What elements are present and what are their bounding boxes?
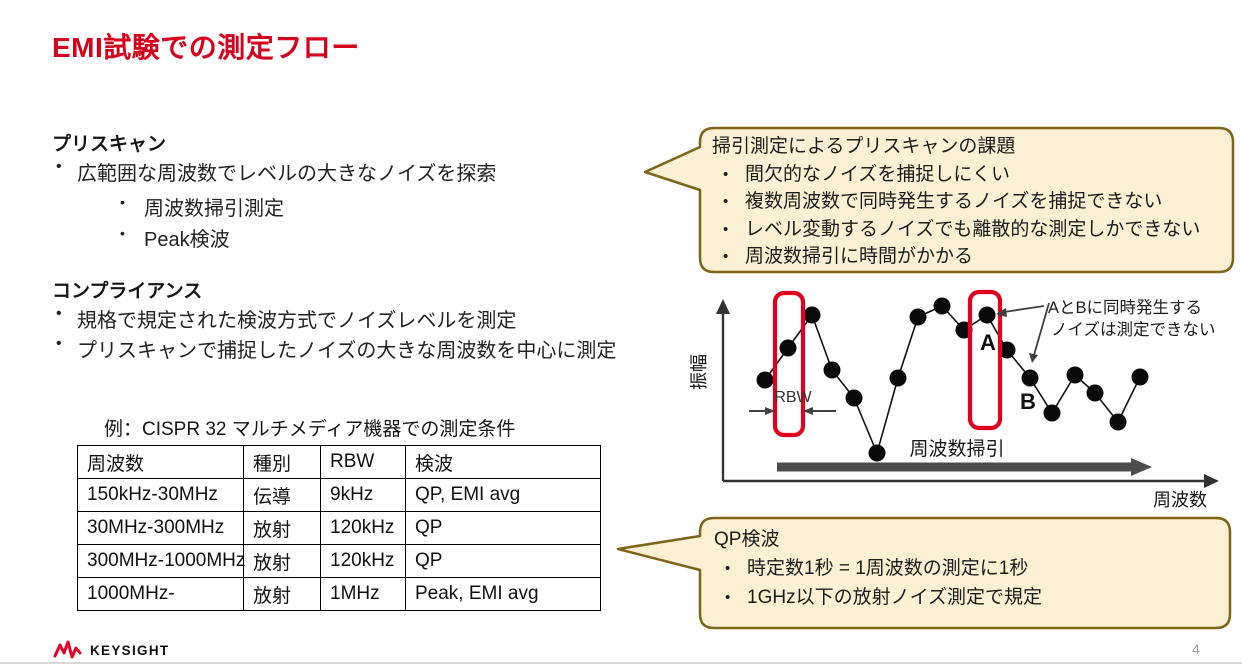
compliance-bullet-1: 規格で規定された検波方式でノイズレベルを測定 — [52, 304, 727, 333]
noise-data-point — [1109, 413, 1127, 431]
table-cell: 放射 — [243, 544, 321, 578]
rbw-dim-left-arrow-icon — [765, 407, 775, 415]
table-header-type: 種別 — [243, 445, 321, 479]
rbw-window-box — [772, 290, 806, 438]
noise-data-point — [978, 306, 996, 324]
prescan-heading: プリスキャン — [52, 134, 167, 155]
prescan-sub-bullet-1: 周波数掃引測定 — [118, 192, 284, 221]
noise-data-point — [1131, 368, 1149, 386]
noise-data-point — [1066, 366, 1084, 384]
table-header-frequency: 周波数 — [77, 445, 244, 479]
table-row: 300MHz-1000MHz 放射 120kHz QP — [77, 544, 601, 578]
x-axis-label: 周波数 — [1153, 490, 1207, 510]
annotation-line-2: ノイズは測定できない — [1051, 320, 1216, 339]
sweep-label: 周波数掃引 — [909, 438, 1004, 460]
x-axis-arrow-icon — [1204, 474, 1219, 488]
table-cell: 150kHz-30MHz — [77, 478, 244, 512]
annotation-arrow-a — [1003, 305, 1045, 313]
table-row: 30MHz-300MHz 放射 120kHz QP — [77, 511, 601, 545]
slide-bottom-divider — [0, 662, 1242, 664]
prescan-bullet: 広範囲な周波数でレベルの大きなノイズを探索 — [52, 157, 697, 186]
table-cell: 放射 — [243, 511, 321, 545]
callout-title: QP検波 — [714, 529, 780, 550]
keysight-logo: KEYSIGHT — [53, 640, 169, 660]
point-b-label: B — [1020, 389, 1036, 414]
callout-bullet: 複数周波数で同時発生するノイズを捕捉できない — [712, 188, 1227, 216]
prescan-sub-bullet-2: Peak検波 — [118, 223, 230, 252]
noise-trace-group — [756, 297, 1149, 462]
y-axis-arrow-icon — [716, 299, 730, 314]
callout-title: 掃引測定によるプリスキャンの課題 — [712, 136, 1016, 157]
rbw-window-box — [967, 289, 1003, 431]
noise-data-point — [1086, 384, 1104, 402]
prescan-issues-callout: 掃引測定によるプリスキャンの課題 間欠的なノイズを捕捉しにくい 複数周波数で同時… — [712, 133, 1227, 271]
table-cell: 1000MHz- — [77, 577, 244, 611]
table-cell: 放射 — [243, 577, 321, 611]
callout-bullet: 1GHz以下の放射ノイズ測定で規定 — [714, 583, 1214, 612]
noise-data-point — [1021, 369, 1039, 387]
table-cell: 30MHz-300MHz — [77, 511, 244, 545]
qp-detection-callout: QP検波 時定数1秒 = 1周波数の測定に1秒 1GHz以下の放射ノイズ測定で規… — [714, 525, 1214, 612]
annotation-arrow-a-head-icon — [996, 308, 1007, 317]
callout-bullet: 時定数1秒 = 1周波数の測定に1秒 — [714, 554, 1214, 583]
table-cell: 120kHz — [320, 544, 406, 578]
noise-plot: RBW 周波数掃引 A B AとBに同時発生する ノイズは測定できない 振幅 周… — [690, 289, 1219, 510]
table-cell: 120kHz — [320, 511, 406, 545]
keysight-spark-icon — [53, 640, 82, 659]
table-caption: 例：CISPR 32 マルチメディア機器での測定条件 — [104, 419, 516, 440]
y-axis-label: 振幅 — [690, 354, 709, 390]
rbw-label: RBW — [774, 389, 812, 406]
table-cell: Peak, EMI avg — [405, 577, 601, 611]
table-cell: 1MHz — [320, 577, 406, 611]
annotation-line-1: AとBに同時発生する — [1048, 298, 1202, 317]
point-a-label: A — [980, 330, 996, 355]
compliance-bullet-2: プリスキャンで捕捉したノイズの大きな周波数を中心に測定 — [52, 334, 727, 363]
annotation-arrow-b — [1033, 302, 1050, 356]
noise-data-point — [845, 389, 863, 407]
table-header-rbw: RBW — [320, 445, 406, 479]
measurement-conditions-table: 周波数 種別 RBW 検波 150kHz-30MHz 伝導 9kHz QP, E… — [77, 445, 601, 611]
noise-data-point — [823, 361, 841, 379]
table-cell: QP, EMI avg — [405, 478, 601, 512]
table-cell: 9kHz — [320, 478, 406, 512]
callout-bullet: 周波数掃引に時間がかかる — [712, 243, 1227, 271]
noise-data-point — [779, 339, 797, 357]
table-row: 150kHz-30MHz 伝導 9kHz QP, EMI avg — [77, 478, 601, 512]
noise-data-point — [803, 306, 821, 324]
callout-bullet: レベル変動するノイズでも離散的な測定しかできない — [712, 216, 1227, 244]
table-header-row: 周波数 種別 RBW 検波 — [77, 445, 601, 479]
noise-data-point — [909, 308, 927, 326]
callout-bullet: 間欠的なノイズを捕捉しにくい — [712, 161, 1227, 189]
logo-wordmark: KEYSIGHT — [90, 642, 170, 658]
rbw-windows-group — [772, 289, 1003, 438]
table-row: 1000MHz- 放射 1MHz Peak, EMI avg — [77, 577, 601, 611]
annotation-arrow-b-head-icon — [1029, 353, 1038, 363]
noise-data-point — [1043, 404, 1061, 422]
page-number: 4 — [1192, 641, 1200, 657]
noise-data-point — [933, 297, 951, 315]
table-header-detector: 検波 — [405, 445, 601, 479]
noise-data-point — [868, 444, 886, 462]
sweep-arrow-head-icon — [1131, 458, 1152, 476]
table-cell: 伝導 — [243, 478, 321, 512]
rbw-dim-right-arrow-icon — [803, 407, 813, 415]
table-cell: QP — [405, 511, 601, 545]
noise-data-point — [889, 369, 907, 387]
noise-data-point — [998, 341, 1016, 359]
table-cell: QP — [405, 544, 601, 578]
noise-data-point — [756, 371, 774, 389]
page-title: EMI試験での測定フロー — [52, 32, 360, 63]
compliance-heading: コンプライアンス — [52, 281, 203, 302]
table-cell: 300MHz-1000MHz — [77, 544, 245, 578]
